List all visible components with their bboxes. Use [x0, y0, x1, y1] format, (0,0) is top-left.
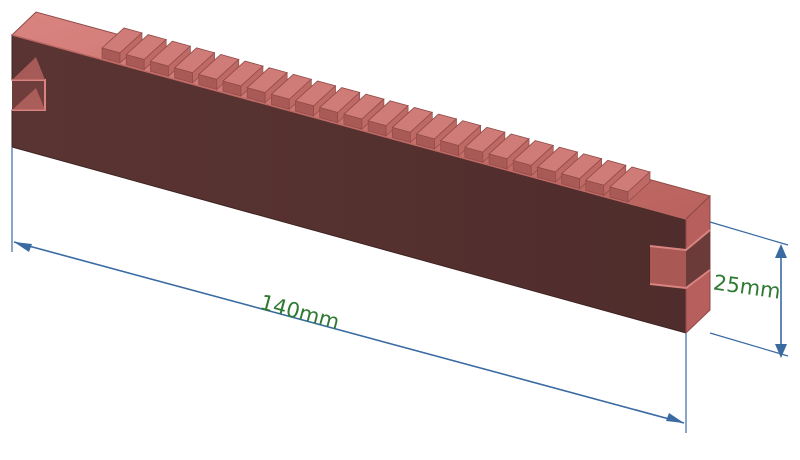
height-arrow-bottom	[775, 344, 787, 358]
height-arrow-top	[775, 244, 787, 258]
height-dimension: 25mm	[709, 221, 789, 358]
length-label: 140mm	[258, 290, 342, 334]
left-end-slot	[12, 57, 46, 111]
tooth-side-face	[627, 171, 651, 203]
right-end-slot	[649, 229, 711, 290]
length-dimension-line	[13, 241, 685, 424]
length-arrow-left	[14, 242, 32, 252]
bar-top-front-edge	[11, 34, 687, 220]
length-arrow-right	[666, 413, 684, 423]
height-extension-line-top	[709, 221, 789, 246]
bar-part	[11, 11, 711, 335]
height-extension-line-bottom	[709, 332, 789, 357]
height-label: 25mm	[712, 270, 782, 303]
tooth-row	[101, 27, 651, 203]
